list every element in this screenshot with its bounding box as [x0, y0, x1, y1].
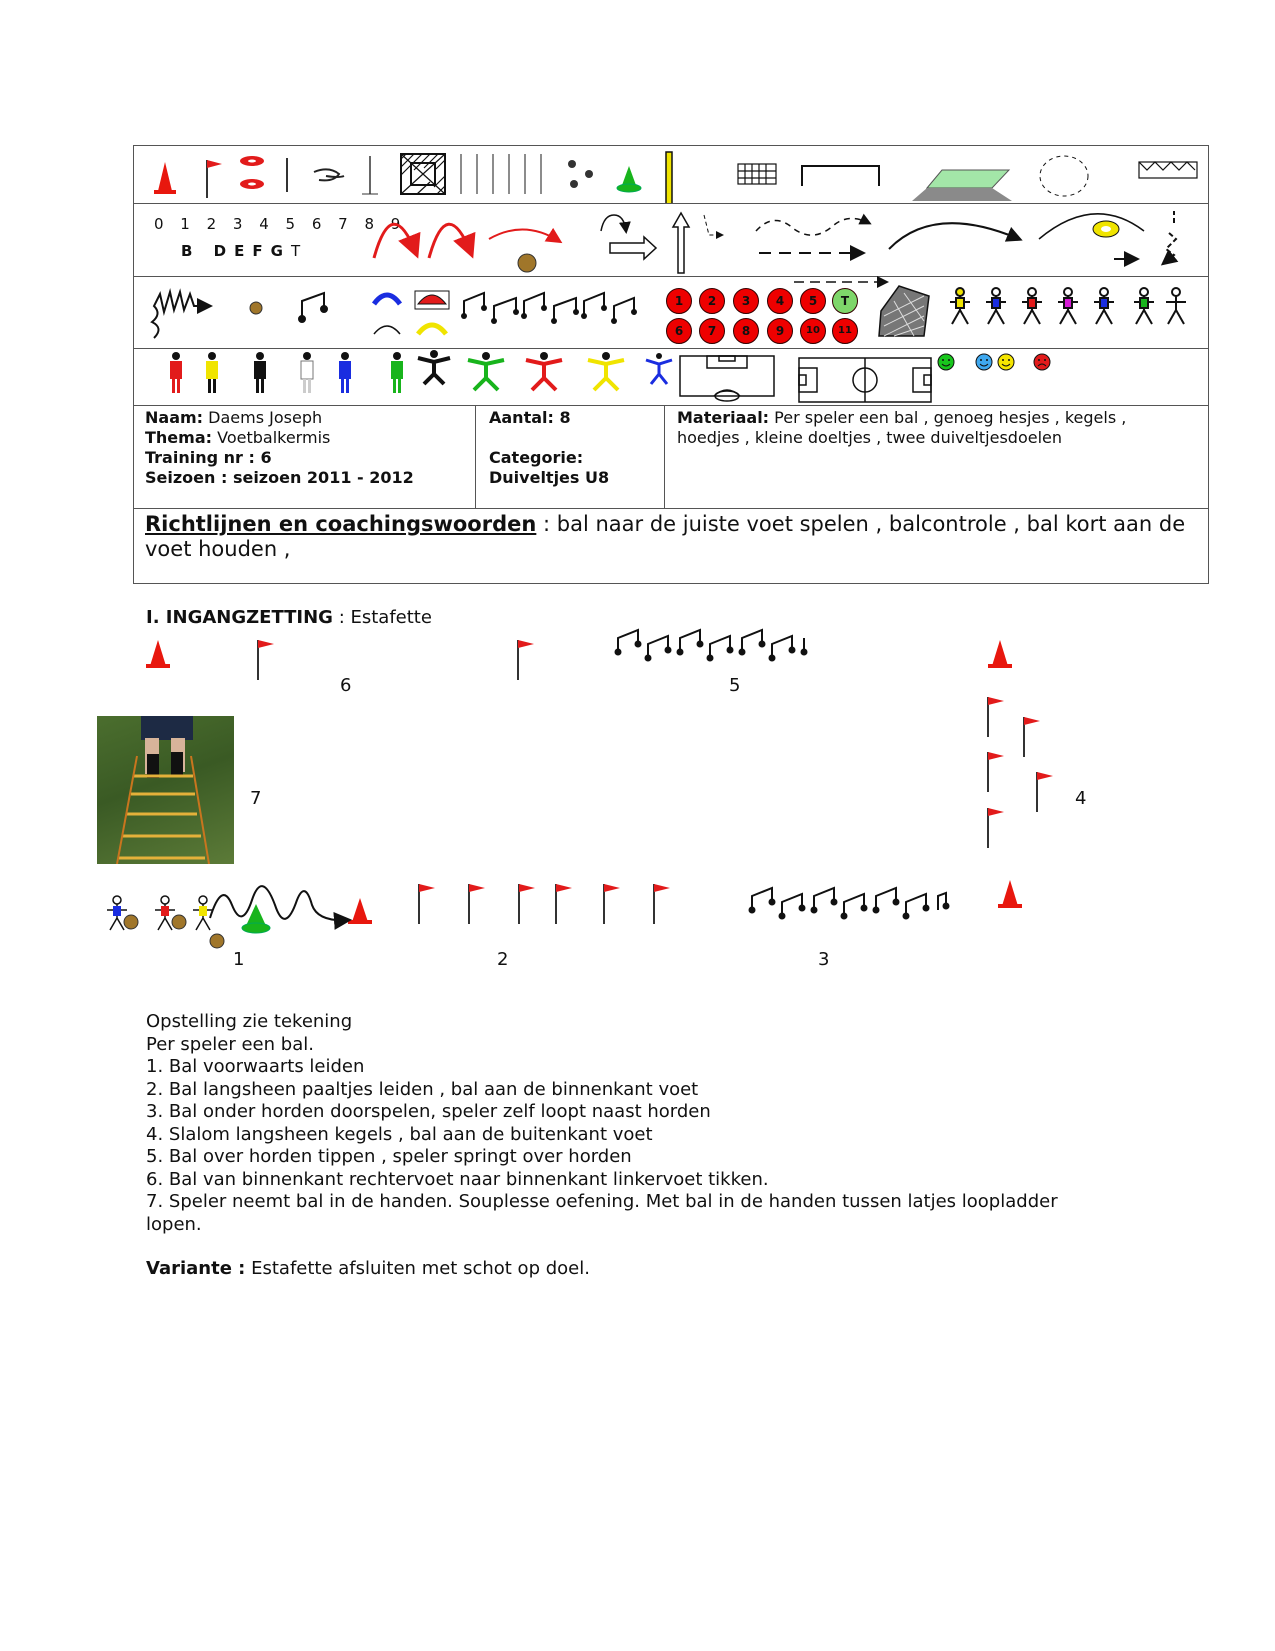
cone-bottom-right: [998, 880, 1022, 908]
red-arc-arrow-icon: [372, 222, 421, 259]
player-red-icon: [170, 352, 182, 393]
desc-line: Opstelling zie tekening: [146, 1011, 353, 1032]
legend-table: 0 1 2 3 4 5 6 7 8 9 B DEFGT: [133, 145, 1209, 584]
marker-t: T: [832, 288, 858, 314]
exercise-diagram: [107, 628, 1053, 949]
materiaal-field: Materiaal: Per speler een bal , genoeg h…: [677, 408, 1127, 427]
desc-line: Per speler een bal.: [146, 1033, 314, 1055]
hollow-arrow-icon: [609, 235, 658, 261]
hurdle-icon: [298, 291, 328, 323]
ladder-photo: [97, 716, 234, 864]
player-figures-row3: [950, 287, 1186, 325]
categorie-value: Duiveltjes U8: [489, 468, 610, 487]
hurdles-station-3: [751, 886, 947, 916]
zone-icon: [400, 153, 446, 195]
station-5-label: 5: [729, 675, 741, 696]
desc-line: lopen.: [146, 1213, 202, 1235]
blue-hat-icon: [371, 292, 403, 306]
half-pitch-icon: [679, 355, 775, 402]
goalkeeper-black-icon: [417, 350, 451, 386]
lines-icon: [460, 154, 542, 194]
goalkeeper-yellow-icon: [587, 352, 625, 392]
smiley-yellow-icon: [997, 353, 1015, 371]
thema-field: Thema: Voetbalkermis: [145, 428, 331, 447]
smiley-red-icon: [1033, 353, 1051, 371]
marker-10: 10: [800, 318, 826, 344]
dashed-circle-icon: [1039, 155, 1089, 197]
station-6-label: 6: [340, 675, 352, 696]
aantal-field: Aantal: 8: [489, 408, 571, 427]
variante: Variante : Estafette afsluiten met schot…: [146, 1258, 590, 1279]
station-7-label: 7: [250, 788, 262, 809]
cone-top-left: [146, 640, 170, 668]
player-white-icon: [300, 352, 314, 393]
marker-8: 8: [733, 318, 759, 344]
desc-line: 3. Bal onder horden doorspelen, speler z…: [146, 1101, 711, 1122]
richtlijnen: Richtlijnen en coachingswoorden : bal na…: [145, 512, 1186, 561]
legend-row3-symbols: [150, 276, 930, 339]
naam-field: Naam: Daems Joseph: [145, 408, 323, 427]
smiley-blue-icon: [975, 353, 993, 371]
green-cone-station-1: [241, 904, 271, 934]
hurdles-station-5: [617, 628, 805, 658]
station-2-label: 2: [497, 949, 509, 970]
player-yellow-icon: [206, 352, 218, 393]
hurdles-row-icon: [463, 291, 635, 321]
player-green-icon: [391, 352, 403, 393]
categorie-label: Categorie:: [489, 448, 584, 467]
marker-6: 6: [666, 318, 692, 344]
materiaal-line2: hoedjes , kleine doeltjes , twee duivelt…: [677, 428, 1063, 447]
goal-frame-icon: [801, 165, 880, 186]
goalkeeper-red-icon: [525, 352, 563, 392]
legend-letters: B DEFGT: [181, 242, 309, 260]
green-cone-icon: [616, 166, 642, 193]
cone-top-right: [988, 640, 1012, 668]
marker-7: 7: [699, 318, 725, 344]
marker-1: 1: [666, 288, 692, 314]
goalkeeper-blue-icon: [645, 353, 673, 385]
marker-9: 9: [767, 318, 793, 344]
marker-4: 4: [767, 288, 793, 314]
smiley-green-icon: [937, 353, 955, 371]
flag-icon: [206, 160, 222, 198]
cone-finish-1: [348, 898, 372, 924]
full-pitch-icon: [798, 357, 932, 403]
cone-icon: [154, 162, 176, 194]
desc-line: 4. Slalom langsheen kegels , bal aan de …: [146, 1123, 653, 1145]
marker-3: 3: [733, 288, 759, 314]
legend-row4-symbols: [170, 350, 1051, 403]
mini-goal-icon: [737, 163, 777, 185]
players-station-1: [107, 895, 213, 931]
mat-icon: [912, 169, 1012, 201]
goalkeeper-green-icon: [467, 352, 505, 392]
desc-line: 7. Speler neemt bal in de handen. Souple…: [146, 1191, 1058, 1212]
desc-line: 6. Bal van binnenkant rechtervoet naar b…: [146, 1168, 769, 1190]
legend-row1-symbols: [154, 151, 1198, 203]
desc-line: 5. Bal over horden tippen , speler sprin…: [146, 1146, 632, 1167]
desc-line: 1. Bal voorwaarts leiden: [146, 1056, 365, 1077]
training-field: Training nr : 6: [145, 448, 272, 467]
ball-icon: [517, 253, 537, 273]
flags-station-2: [418, 884, 655, 924]
balls-icon: [568, 160, 593, 188]
legend-numbers: 0 1 2 3 4 5 6 7 8 9: [154, 215, 407, 233]
description: Opstelling zie tekening Per speler een b…: [146, 1011, 1058, 1281]
rebounder-icon: [878, 285, 930, 337]
pole-icon: [665, 151, 673, 203]
legend-row2-symbols: [372, 211, 1210, 276]
station-3-label: 3: [818, 949, 830, 970]
marker-2: 2: [699, 288, 725, 314]
player-black-icon: [254, 352, 266, 393]
desc-line: 2. Bal langsheen paaltjes leiden , bal a…: [146, 1078, 699, 1100]
disc-marker-icon: [240, 156, 264, 189]
player-blue-icon: [339, 352, 351, 393]
marker-5: 5: [800, 288, 826, 314]
flags-station-6: [257, 640, 519, 680]
station-4-label: 4: [1075, 788, 1087, 809]
seizoen-field: Seizoen : seizoen 2011 - 2012: [145, 468, 414, 487]
big-goal-icon: [1138, 161, 1198, 179]
marker-11: 11: [832, 318, 858, 344]
station-1-label: 1: [233, 949, 245, 970]
section-title: I. INGANGZETTING : Estafette: [146, 607, 432, 628]
